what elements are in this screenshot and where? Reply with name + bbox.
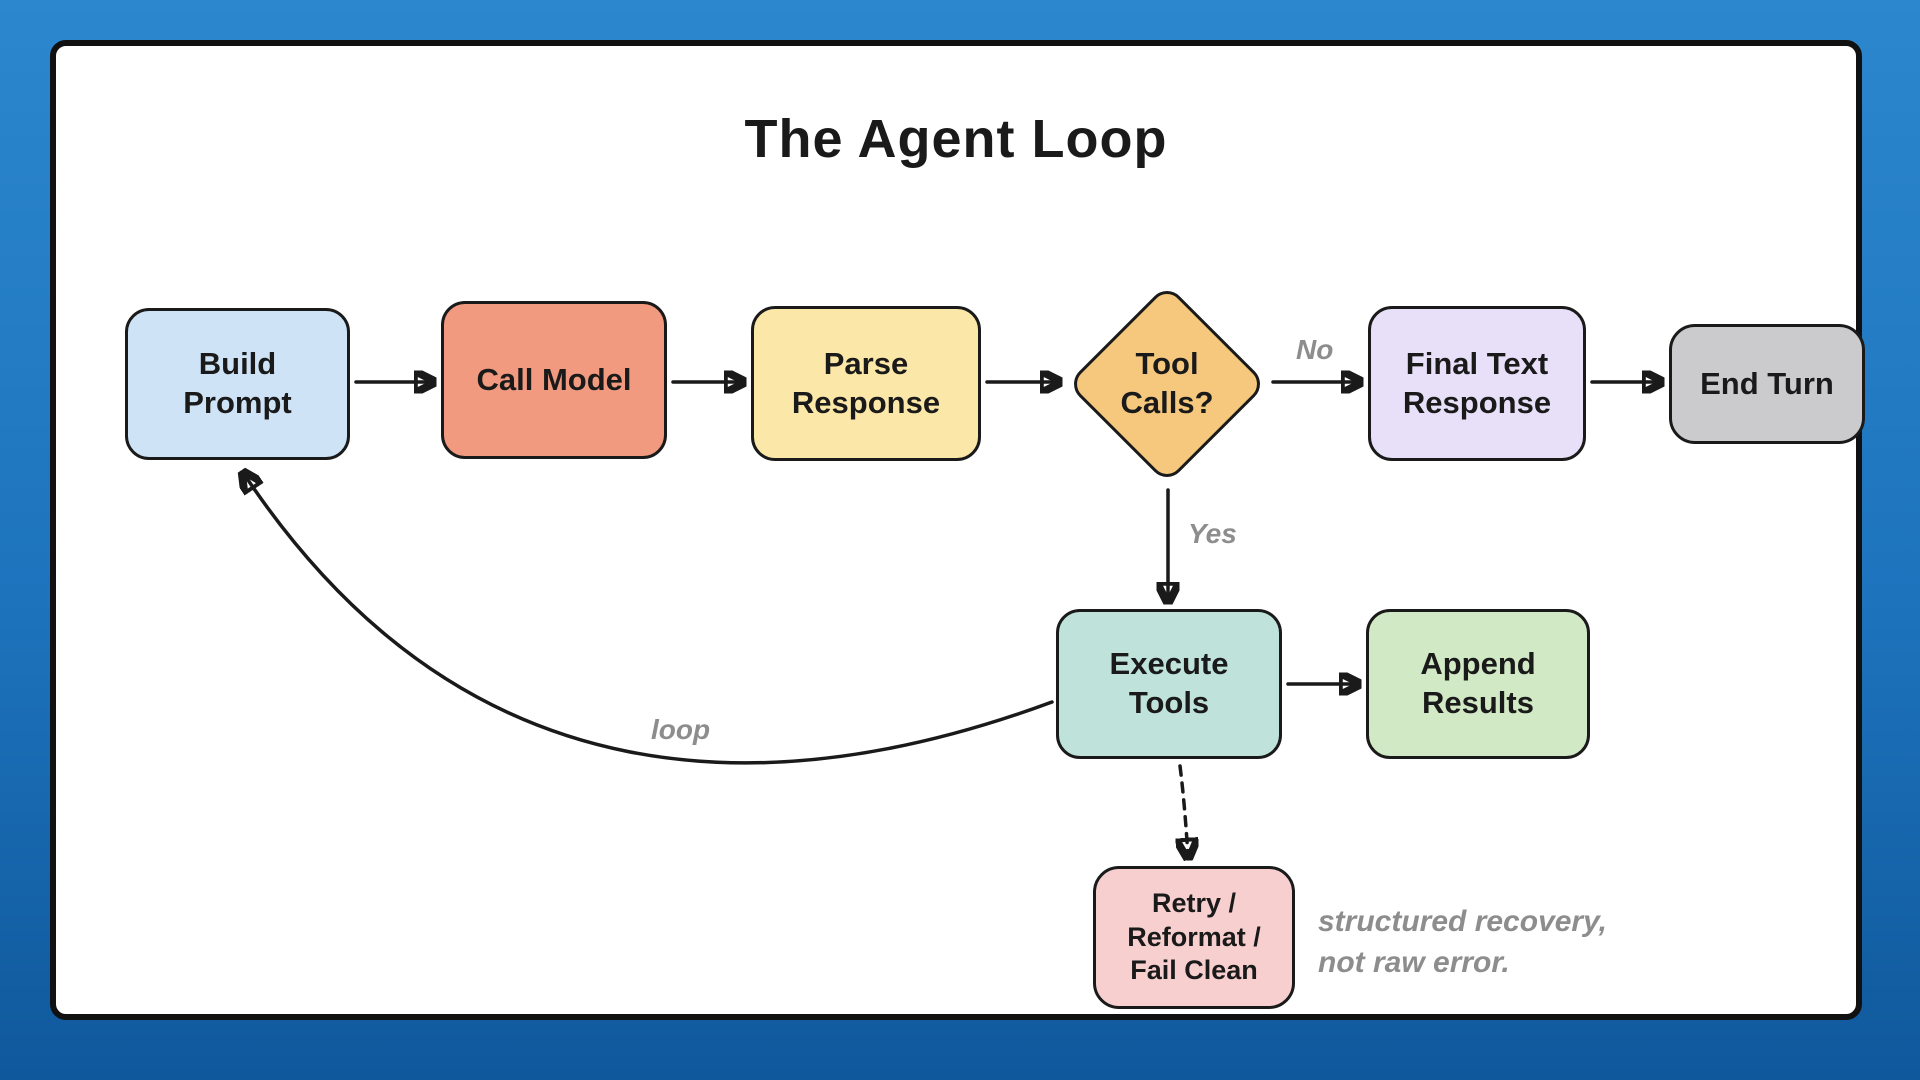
node-final-text-response: Final Text Response	[1368, 306, 1586, 461]
node-append-results: Append Results	[1366, 609, 1590, 759]
flow-arrows	[56, 46, 1856, 1014]
diagram-canvas: The Agent Loop Build Prompt Call Model P…	[50, 40, 1865, 1020]
node-tool-calls-label: Tool Calls?	[1120, 346, 1214, 420]
edge-label-no: No	[1296, 334, 1334, 365]
arrow-execute-to-retry	[1180, 764, 1188, 856]
arrow-loop-execute-to-build	[244, 474, 1054, 765]
node-execute-tools: Execute Tools	[1056, 609, 1282, 759]
node-retry-reformat-fail: Retry / Reformat / Fail Clean	[1093, 866, 1295, 1009]
node-parse-response: Parse Response	[751, 306, 981, 461]
node-call-model: Call Model	[441, 301, 667, 459]
node-build-prompt: Build Prompt	[125, 308, 350, 460]
retry-annotation: structured recovery, not raw error.	[1318, 905, 1608, 979]
diagram-title: The Agent Loop	[744, 109, 1168, 169]
edge-label-loop: loop	[651, 714, 711, 745]
edge-label-yes: Yes	[1188, 518, 1237, 549]
node-end-turn: End Turn	[1669, 324, 1865, 444]
